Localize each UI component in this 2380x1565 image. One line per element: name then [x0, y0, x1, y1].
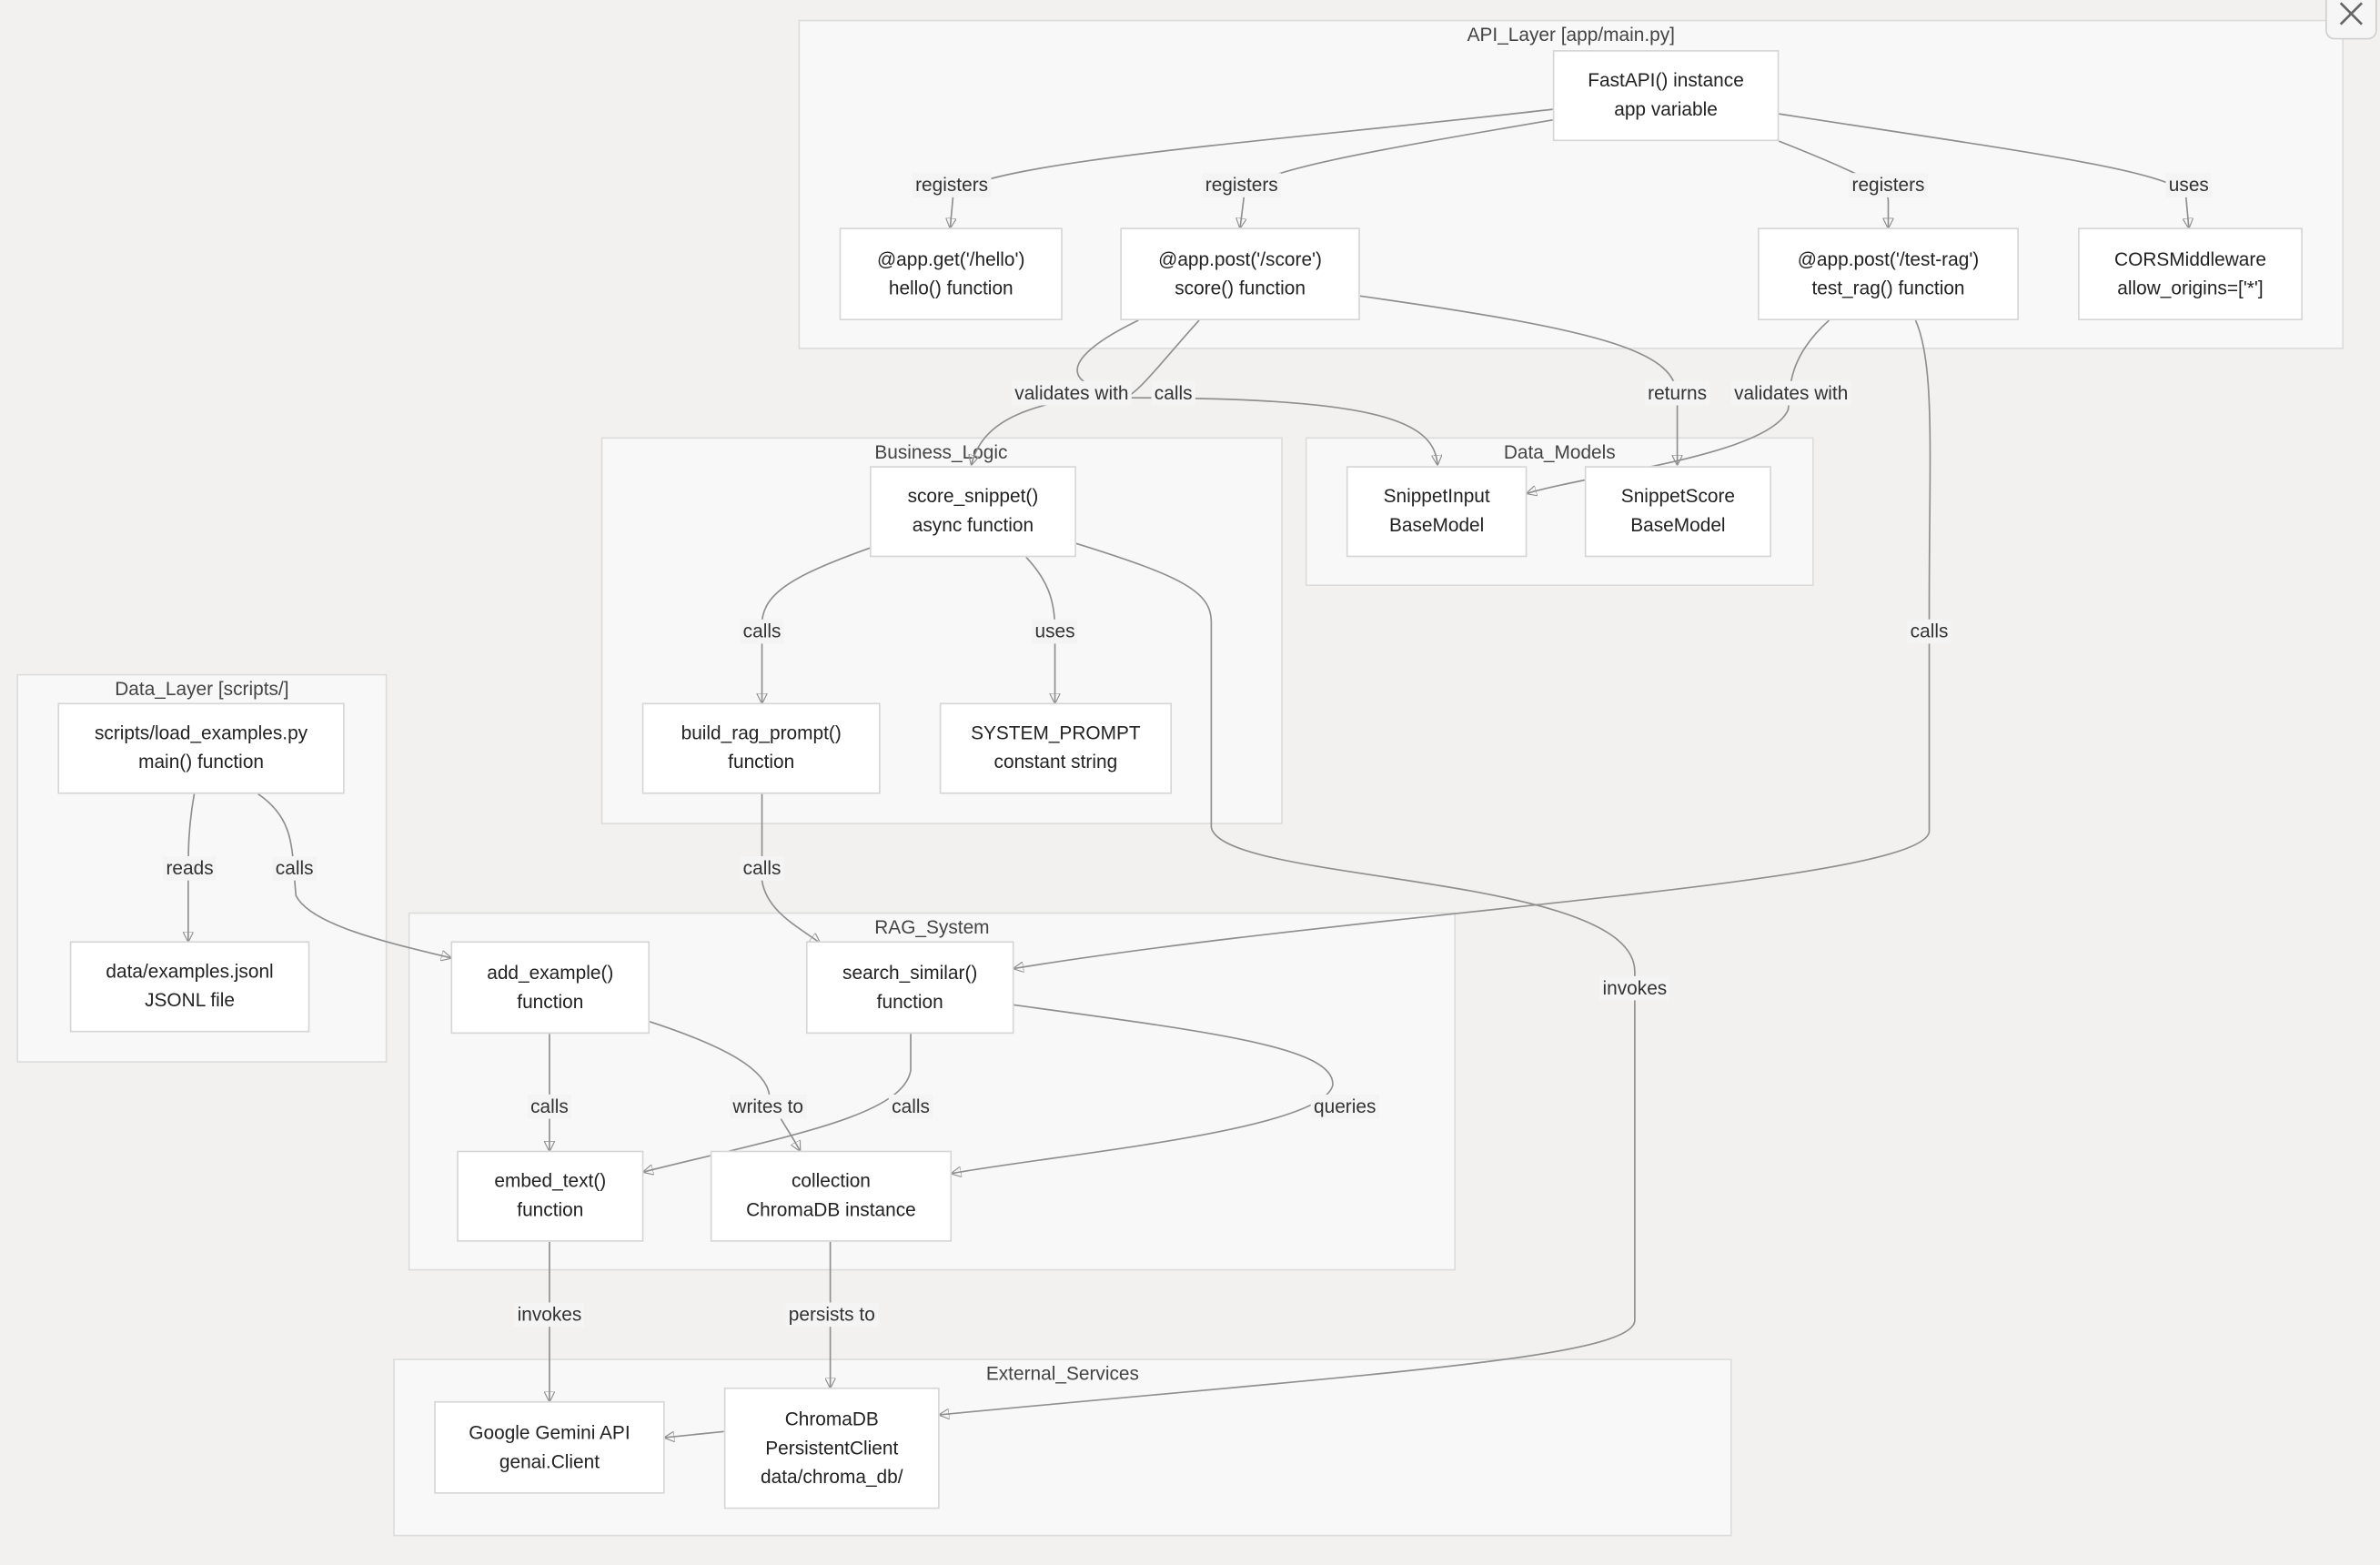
edge-label-uses-cors: uses: [2165, 173, 2213, 197]
edge-label-build-calls-search: calls: [740, 855, 784, 881]
node-embed-text-line2: function: [517, 1199, 584, 1221]
node-fastapi-line2: app variable: [1614, 98, 1718, 120]
node-score-line2: score() function: [1175, 277, 1306, 298]
edge-label-registers-testrag: registers: [1849, 173, 1928, 197]
edge-chromadb-gemini: [665, 1430, 724, 1438]
node-chromadb-line3: data/chroma_db/: [761, 1465, 903, 1488]
node-hello-line2: hello() function: [888, 277, 1014, 298]
node-embed-text[interactable]: embed_text() function: [457, 1150, 644, 1242]
edge-label-search-calls-embed: calls: [888, 1094, 933, 1119]
edge-score-returns: [1359, 295, 1678, 464]
node-search-similar[interactable]: search_similar() function: [805, 941, 1014, 1035]
edge-registers-hello: [950, 108, 1553, 227]
cluster-title-data-layer: Data_Layer [scripts/]: [115, 678, 289, 701]
node-score-snippet-line2: async function: [912, 514, 1034, 536]
node-collection[interactable]: collection ChromaDB instance: [710, 1150, 953, 1242]
node-snippet-score-line1: SnippetScore: [1620, 485, 1736, 508]
edge-label-score-validates: validates with: [1011, 380, 1132, 406]
edge-label-score-calls: calls: [1151, 380, 1195, 406]
edge-score-validates: [1123, 319, 1437, 464]
node-gemini-line2: genai.Client: [499, 1450, 600, 1472]
node-examples-jsonl-line2: JSONL file: [145, 989, 236, 1012]
node-examples-jsonl-line1: data/examples.jsonl: [106, 961, 274, 983]
edge-label-ss-uses-prompt: uses: [1032, 619, 1078, 644]
edge-label-testrag-calls: calls: [1907, 619, 1951, 644]
close-button[interactable]: [2325, 0, 2377, 40]
edge-ss-invokes: [940, 542, 1636, 1415]
node-chromadb-line1: ChromaDB: [784, 1408, 879, 1429]
node-snippet-input[interactable]: SnippetInput BaseModel: [1346, 466, 1528, 558]
node-score-line1: @app.post('/score'): [1158, 247, 1322, 270]
edge-label-score-returns: returns: [1644, 380, 1710, 406]
node-add-example-line1: add_example(): [487, 961, 614, 984]
node-system-prompt-line2: constant string: [993, 751, 1118, 773]
node-examples-jsonl[interactable]: data/examples.jsonl JSONL file: [69, 941, 310, 1033]
edge-uses-cors: [1779, 113, 2188, 227]
node-score-snippet-line1: score_snippet(): [907, 485, 1039, 508]
node-collection-line2: ChromaDB instance: [746, 1199, 916, 1221]
edge-label-add-calls-embed: calls: [527, 1094, 572, 1119]
edge-label-ss-calls-build: calls: [740, 619, 784, 644]
node-cors-middleware[interactable]: CORSMiddleware allow_origins=['*']: [2078, 227, 2303, 321]
node-chromadb-line2: PersistentClient: [765, 1437, 899, 1459]
node-add-example-line2: function: [517, 990, 584, 1012]
node-test-rag-endpoint[interactable]: @app.post('/test-rag') test_rag() functi…: [1758, 227, 2019, 321]
node-system-prompt[interactable]: SYSTEM_PROMPT constant string: [939, 702, 1173, 794]
node-embed-text-line1: embed_text(): [494, 1170, 607, 1192]
node-gemini-line1: Google Gemini API: [469, 1421, 630, 1443]
node-snippet-input-line1: SnippetInput: [1383, 485, 1490, 508]
node-load-examples-line2: main() function: [138, 751, 265, 773]
node-hello-endpoint[interactable]: @app.get('/hello') hello() function: [839, 227, 1063, 321]
edge-label-ss-invokes: invokes: [1599, 975, 1670, 1001]
node-google-gemini-api[interactable]: Google Gemini API genai.Client: [434, 1400, 665, 1494]
edge-add-writes: [649, 1021, 800, 1151]
edge-label-registers-score: registers: [1202, 173, 1282, 197]
edge-label-registers-hello: registers: [912, 173, 992, 197]
edge-label-search-queries: queries: [1310, 1094, 1379, 1119]
node-build-rag-line1: build_rag_prompt(): [681, 722, 842, 744]
edge-registers-score: [1240, 118, 1553, 227]
cluster-title-external-services: External_Services: [985, 1363, 1139, 1385]
node-snippet-score-line2: BaseModel: [1630, 514, 1726, 536]
edge-label-testrag-validates: validates with: [1730, 380, 1851, 406]
cluster-title-api-layer: API_Layer [app/main.py]: [1467, 24, 1675, 46]
node-snippet-score[interactable]: SnippetScore BaseModel: [1584, 466, 1772, 558]
node-system-prompt-line1: SYSTEM_PROMPT: [971, 722, 1141, 744]
node-search-similar-line2: function: [876, 990, 943, 1012]
node-chromadb-client[interactable]: ChromaDB PersistentClient data/chroma_db…: [723, 1387, 940, 1509]
node-snippet-input-line2: BaseModel: [1388, 514, 1485, 536]
edge-build-calls-search: [761, 793, 820, 944]
edge-label-embed-invokes: invokes: [514, 1302, 585, 1328]
cluster-title-rag-system: RAG_System: [874, 916, 990, 939]
edge-label-load-reads: reads: [163, 855, 217, 881]
node-score-endpoint[interactable]: @app.post('/score') score() function: [1120, 227, 1360, 321]
node-collection-line1: collection: [791, 1170, 871, 1192]
edge-testrag-calls: [1014, 319, 1931, 968]
node-build-rag-line2: function: [728, 751, 795, 773]
node-testrag-line1: @app.post('/test-rag'): [1797, 247, 1980, 270]
edge-label-collection-persists: persists to: [785, 1302, 879, 1328]
node-load-examples-line1: scripts/load_examples.py: [94, 722, 308, 744]
node-cors-line1: CORSMiddleware: [2114, 247, 2266, 270]
edge-load-calls: [257, 793, 451, 958]
cluster-title-data-models: Data_Models: [1503, 441, 1616, 463]
node-build-rag-prompt[interactable]: build_rag_prompt() function: [641, 702, 881, 794]
close-icon: [2339, 2, 2363, 25]
node-fastapi-line1: FastAPI() instance: [1588, 69, 1744, 92]
edge-search-queries: [952, 1004, 1334, 1173]
edge-search-calls-embed: [643, 1034, 912, 1172]
node-fastapi-instance[interactable]: FastAPI() instance app variable: [1552, 50, 1780, 142]
node-cors-line2: allow_origins=['*']: [2117, 277, 2264, 298]
node-hello-line1: @app.get('/hello'): [876, 247, 1025, 270]
node-add-example[interactable]: add_example() function: [450, 941, 650, 1035]
node-load-examples[interactable]: scripts/load_examples.py main() function: [57, 702, 345, 794]
node-search-similar-line1: search_similar(): [842, 961, 978, 984]
node-testrag-line2: test_rag() function: [1811, 277, 1965, 298]
node-score-snippet[interactable]: score_snippet() async function: [869, 466, 1076, 558]
edge-label-add-writes: writes to: [730, 1094, 807, 1119]
edge-label-load-calls: calls: [272, 855, 317, 881]
